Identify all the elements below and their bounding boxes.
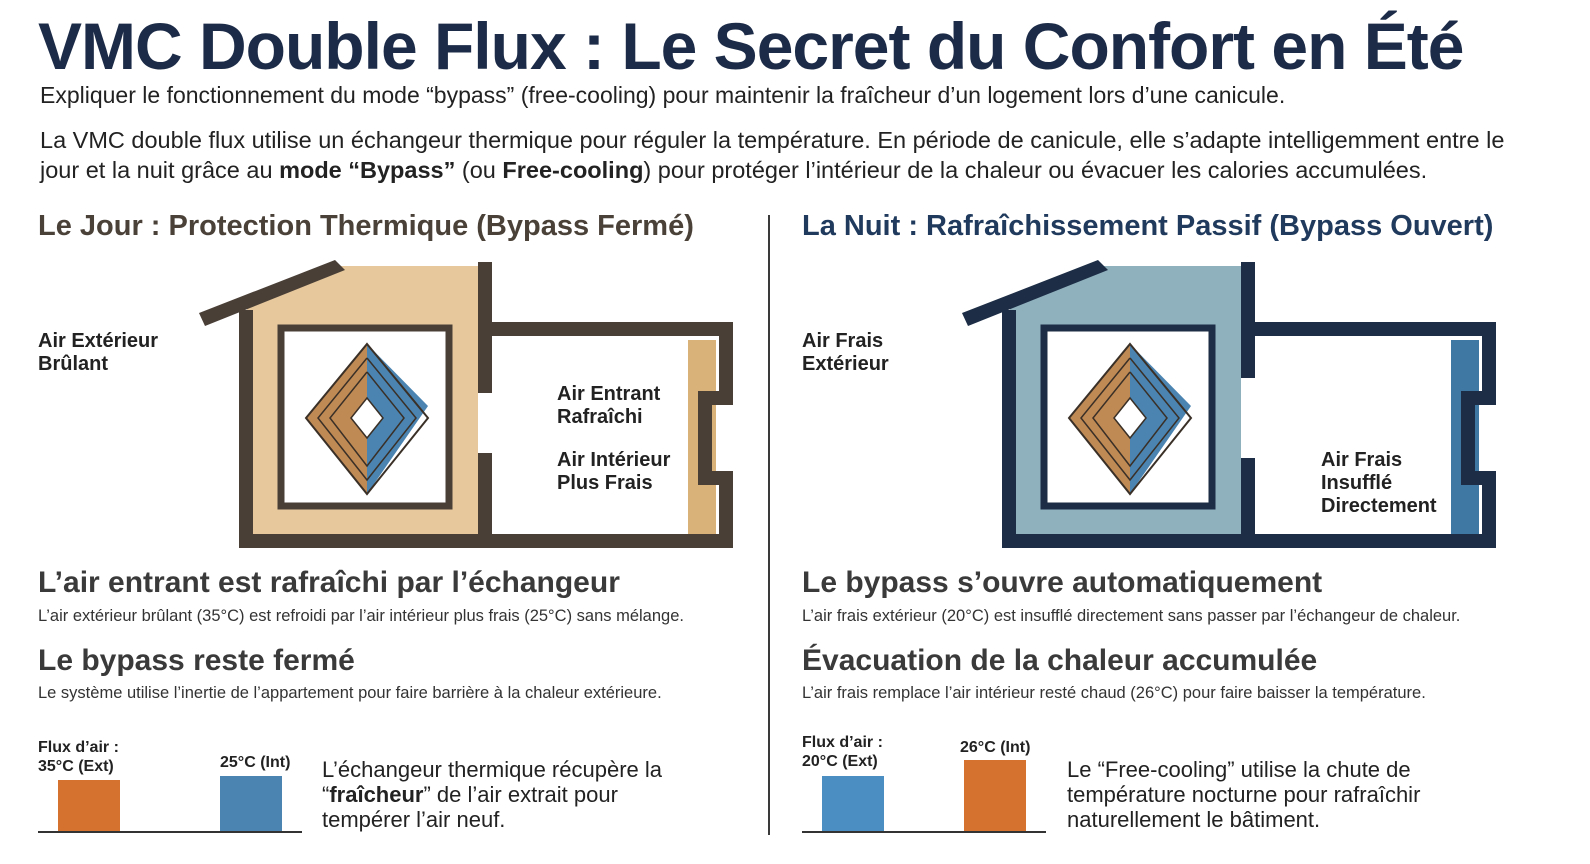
day-heading-1: L’air entrant est rafraîchi par l’échang… [38, 566, 620, 599]
day-note-b: fraîcheur [329, 782, 424, 807]
day-note-a: L’échangeur thermique récupère la “ [322, 757, 663, 807]
day-paragraph-2: Le système utilise l’inertie de l’appart… [38, 684, 662, 702]
intro-text-2: (ou [455, 157, 503, 183]
day-paragraph-1: L’air extérieur brûlant (35°C) est refro… [38, 607, 684, 625]
night-label-incoming: Air Frais Insufflé Directement [1321, 449, 1437, 517]
page-subtitle: Expliquer le fonctionnement du mode “byp… [40, 82, 1286, 108]
night-label-outside: Air Frais Extérieur [802, 330, 889, 375]
night-bar-label-int: 26°C (Int) [960, 739, 1031, 756]
page-title: VMC Double Flux : Le Secret du Confort e… [38, 9, 1464, 83]
day-note: L’échangeur thermique récupère la “fraîc… [322, 757, 682, 832]
night-heading-1: Le bypass s’ouvre automatiquement [802, 566, 1323, 599]
day-label-incoming: Air Entrant Rafraîchi [557, 383, 661, 428]
day-bar-label-int: 25°C (Int) [220, 754, 291, 771]
day-note-c: ” de l’air extrait pour tempérer l’air n… [322, 782, 618, 832]
night-house-diagram-icon [962, 260, 1496, 548]
intro-bold-freecooling: Free-cooling [502, 157, 644, 183]
night-bar-label-ext: Flux d’air : 20°C (Ext) [802, 734, 883, 770]
day-bar-baseline [38, 831, 302, 833]
night-bar-hot [964, 760, 1026, 832]
day-bar-cool [220, 776, 282, 832]
day-house-diagram-icon [199, 260, 733, 548]
day-exchanger-icon [304, 342, 430, 496]
intro-paragraph: La VMC double flux utilise un échangeur … [40, 125, 1540, 185]
day-heading-2: Le bypass reste fermé [38, 644, 355, 677]
night-paragraph-2: L’air frais remplace l’air intérieur res… [802, 684, 1426, 702]
day-section-heading: Le Jour : Protection Thermique (Bypass F… [38, 210, 694, 242]
night-heading-2: Évacuation de la chaleur accumulée [802, 644, 1318, 677]
section-divider [768, 215, 770, 835]
night-paragraph-1: L’air frais extérieur (20°C) est insuffl… [802, 607, 1461, 625]
intro-text-1: La VMC double flux utilise un échangeur … [40, 127, 1505, 183]
day-bar-hot [58, 780, 120, 832]
day-label-outside: Air Extérieur Brûlant [38, 330, 159, 375]
night-bar-baseline [802, 831, 1046, 833]
night-bar-cool [822, 776, 884, 832]
day-label-interior: Air Intérieur Plus Frais [557, 449, 671, 494]
intro-bold-bypass: mode “Bypass” [279, 157, 456, 183]
night-note: Le “Free-cooling” utilise la chute de te… [1067, 757, 1421, 832]
intro-text-3: ) pour protéger l’intérieur de la chaleu… [643, 157, 1428, 183]
night-exchanger-icon [1067, 342, 1193, 496]
day-bar-label-ext: Flux d’air : 35°C (Ext) [38, 739, 119, 775]
night-section-heading: La Nuit : Rafraîchissement Passif (Bypas… [802, 210, 1494, 242]
